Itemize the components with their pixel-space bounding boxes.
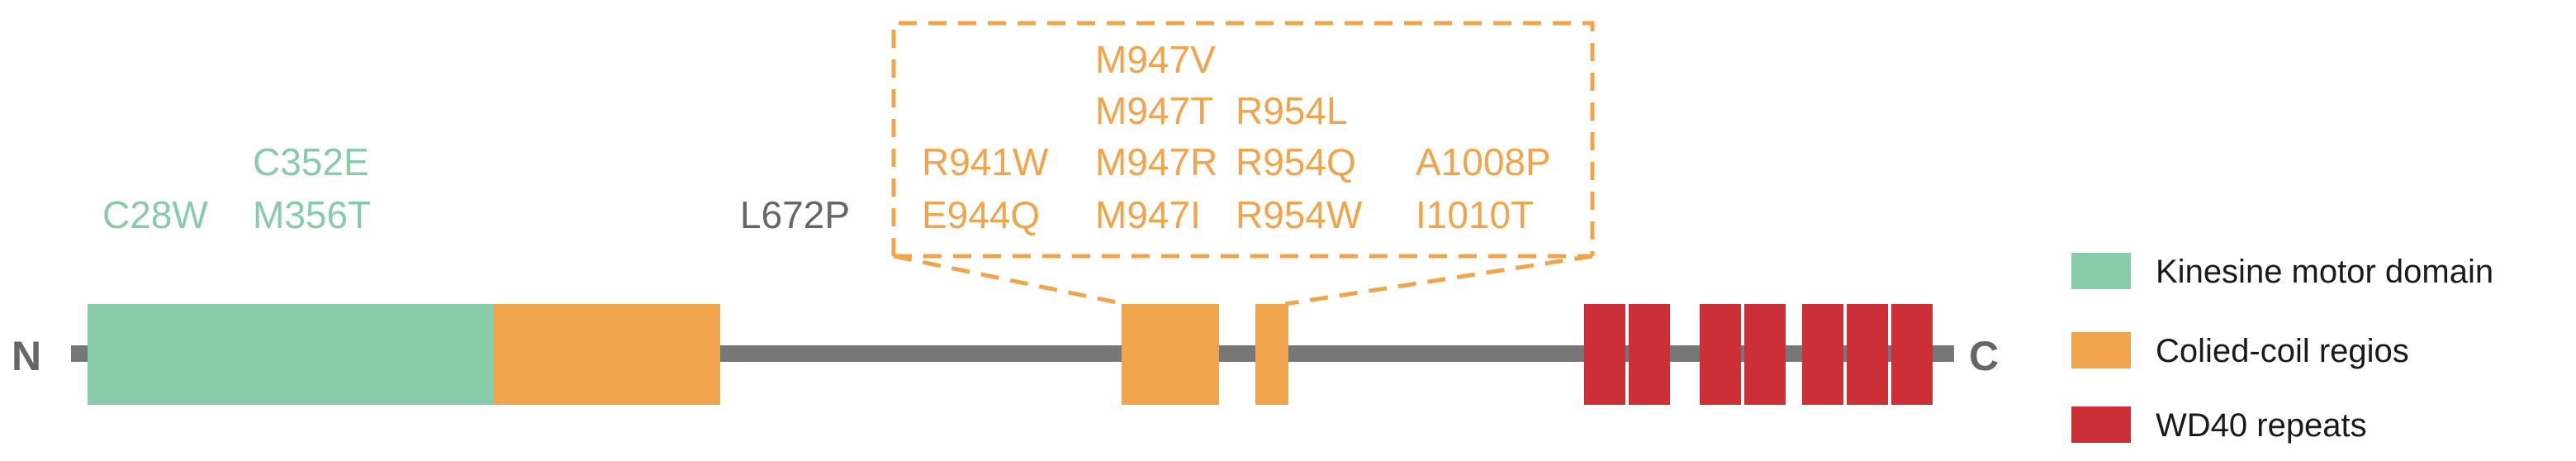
mutation-label: M356T [253,193,371,236]
legend-label-wd40: WD40 repeats [2156,407,2367,444]
mutation-label: M947R [1095,140,1217,183]
wd40-repeat [1700,304,1741,405]
wd40-repeat [1629,304,1670,405]
c-terminus-label: C [1969,333,1999,379]
mutation-label: R954L [1236,89,1348,132]
wd40-repeat [1744,304,1786,405]
mutation-label: C28W [102,193,208,236]
coil-mutation-callout [891,21,1595,307]
legend-swatch-wd40 [2071,406,2131,443]
mutation-label: M947T [1095,89,1213,132]
mutation-label: R954Q [1236,140,1356,183]
mutation-label: I1010T [1416,193,1534,236]
mutation-label: M947V [1095,38,1216,81]
coiled-coil-region-2 [1122,304,1219,405]
coiled-coil-region-3 [1255,304,1288,405]
legend-swatch-coil [2071,332,2131,368]
mutation-label: L672P [740,193,850,236]
callout-box [891,21,1595,256]
coiled-coil-region-1 [494,304,720,405]
wd40-repeats [1584,304,1933,405]
mutation-label: A1008P [1416,140,1551,183]
mutation-label: R954W [1236,193,1363,236]
kinesin-motor-domain [88,304,494,405]
callout-left-leader [893,254,1126,307]
wd40-repeat [1847,304,1888,405]
wd40-repeat [1802,304,1843,405]
wd40-repeat [1891,304,1933,405]
n-terminus-label: N [12,333,41,379]
legend: Kinesine motor domain Colied-coil regios… [2071,253,2493,444]
mutation-label: E944Q [922,193,1040,236]
mutation-label: C352E [253,140,369,183]
legend-swatch-motor [2071,253,2131,289]
legend-label-motor: Kinesine motor domain [2156,254,2493,290]
wd40-repeat [1584,304,1625,405]
legend-label-coil: Colied-coil regios [2156,333,2409,369]
mutation-label: R941W [922,140,1049,183]
mutation-label: M947I [1095,193,1201,236]
callout-right-leader [1284,254,1593,307]
